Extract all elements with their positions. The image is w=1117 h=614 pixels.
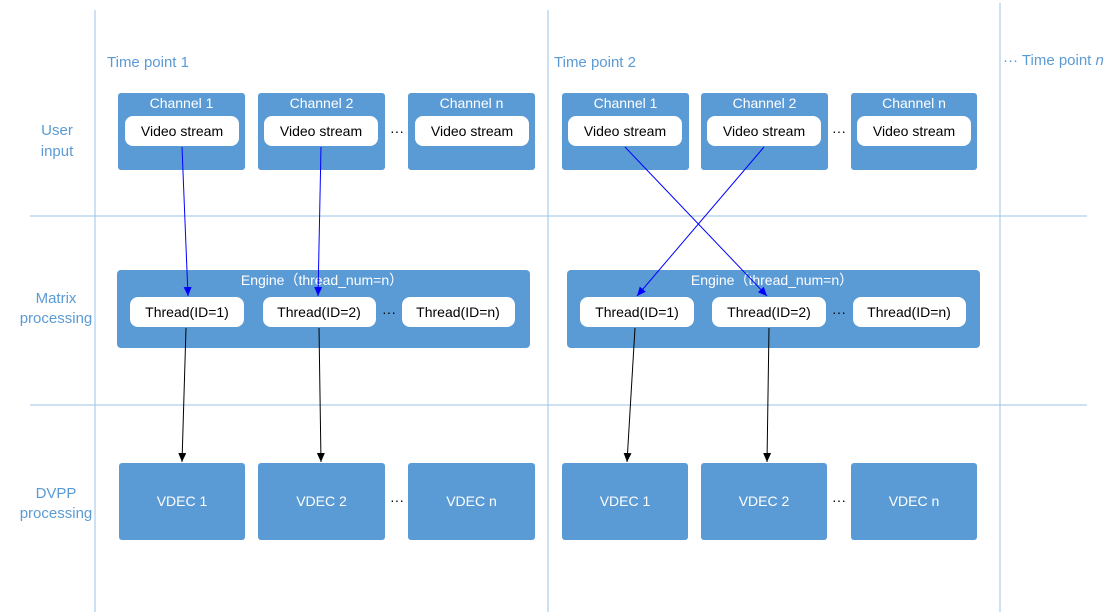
vdec-box-n: VDEC n — [851, 463, 977, 540]
row-labels: User input Matrix processing DVPP proces… — [20, 122, 93, 522]
vdec-label: VDEC 1 — [600, 493, 651, 509]
thread-box-2 — [263, 297, 376, 327]
channel-box-n: Channel n Video stream — [851, 93, 977, 170]
thread-label-2: Thread(ID=2) — [277, 304, 361, 320]
thread-box-1 — [580, 297, 694, 327]
channel-title: Channel 1 — [150, 95, 214, 111]
channel-title: Channel n — [882, 95, 946, 111]
row-label-user-line1: User — [41, 122, 73, 139]
arrow-thread1-to-vdec1 — [623, 327, 636, 463]
video-stream-box — [857, 116, 971, 146]
time-point-2-label: Time point 2 — [554, 54, 636, 71]
video-stream-box — [707, 116, 821, 146]
channel-ellipsis: ··· — [832, 123, 846, 139]
grid-lines — [30, 3, 1087, 612]
channel-box-1: Channel 1 Video stream — [562, 93, 689, 170]
vdec-box-1: VDEC 1 — [119, 463, 245, 540]
arrow-stream1-to-thread1 — [181, 146, 192, 297]
panel-time-point-2: Channel 1 Video stream Channel 2 Video s… — [562, 93, 980, 540]
channel-ellipsis: ··· — [390, 123, 404, 139]
vdec-ellipsis: ··· — [832, 492, 846, 508]
video-stream-label: Video stream — [431, 123, 513, 139]
vdec-box-2: VDEC 2 — [258, 463, 385, 540]
engine-title: Engine（thread_num=n） — [691, 272, 853, 288]
thread-label-2: Thread(ID=2) — [727, 304, 811, 320]
channel-box-n: Channel n Video stream — [408, 93, 535, 170]
channel-box-2: Channel 2 Video stream — [258, 93, 385, 170]
arrow-stream2-to-thread2 — [314, 146, 323, 297]
thread-box-n — [853, 297, 966, 327]
vdec-label: VDEC n — [889, 493, 940, 509]
channel-title: Channel 1 — [594, 95, 658, 111]
engine-box: Engine（thread_num=n） Thread(ID=1) Thread… — [117, 270, 530, 348]
video-stream-box — [568, 116, 682, 146]
time-point-n-suffix: n — [1096, 52, 1104, 69]
thread-label-n: Thread(ID=n) — [416, 304, 500, 320]
channel-title: Channel 2 — [733, 95, 797, 111]
time-point-labels: Time point 1 Time point 2 ··· Time point… — [107, 52, 1104, 71]
channel-title: Channel 2 — [290, 95, 354, 111]
row-label-user-line2: input — [41, 143, 74, 160]
vdec-ellipsis: ··· — [390, 492, 404, 508]
video-stream-label: Video stream — [280, 123, 362, 139]
engine-box: Engine（thread_num=n） Thread(ID=1) Thread… — [567, 270, 980, 348]
arrow-thread2-to-vdec2 — [316, 327, 325, 463]
arrow-stream1-to-thread2 — [624, 146, 768, 297]
thread-box-n — [402, 297, 515, 327]
thread-box-1 — [130, 297, 244, 327]
thread-label-1: Thread(ID=1) — [595, 304, 679, 320]
vdec-box-2: VDEC 2 — [701, 463, 827, 540]
video-stream-label: Video stream — [584, 123, 666, 139]
video-stream-box — [125, 116, 239, 146]
channel-box-1: Channel 1 Video stream — [118, 93, 245, 170]
vdec-label: VDEC 2 — [739, 493, 790, 509]
vdec-label: VDEC n — [446, 493, 497, 509]
engine-title: Engine（thread_num=n） — [241, 272, 403, 288]
video-stream-box — [264, 116, 378, 146]
video-stream-label: Video stream — [873, 123, 955, 139]
arrow-thread2-to-vdec2 — [763, 327, 772, 463]
thread-ellipsis: ··· — [382, 304, 396, 320]
thread-ellipsis: ··· — [832, 304, 846, 320]
arrow-thread1-to-vdec1 — [178, 327, 187, 463]
panel-time-point-1: Channel 1 Video stream Channel 2 Video s… — [117, 93, 535, 540]
thread-label-n: Thread(ID=n) — [867, 304, 951, 320]
thread-box-2 — [712, 297, 826, 327]
video-stream-label: Video stream — [723, 123, 805, 139]
time-point-1-label: Time point 1 — [107, 54, 189, 71]
vdec-box-1: VDEC 1 — [562, 463, 688, 540]
channel-box-2: Channel 2 Video stream — [701, 93, 828, 170]
time-point-n-label: ··· Time point n — [1003, 52, 1104, 69]
vdec-label: VDEC 2 — [296, 493, 347, 509]
thread-label-1: Thread(ID=1) — [145, 304, 229, 320]
video-stream-label: Video stream — [141, 123, 223, 139]
time-point-n-prefix: ··· Time point — [1003, 52, 1096, 69]
row-label-matrix-line1: Matrix — [36, 290, 77, 307]
channel-title: Channel n — [440, 95, 504, 111]
vdec-box-n: VDEC n — [408, 463, 535, 540]
vdec-label: VDEC 1 — [157, 493, 208, 509]
row-label-dvpp-line2: processing — [20, 505, 93, 522]
row-label-matrix-line2: processing — [20, 310, 93, 327]
video-stream-box — [415, 116, 529, 146]
arrow-stream2-to-thread1 — [636, 146, 765, 297]
row-label-dvpp-line1: DVPP — [36, 485, 77, 502]
